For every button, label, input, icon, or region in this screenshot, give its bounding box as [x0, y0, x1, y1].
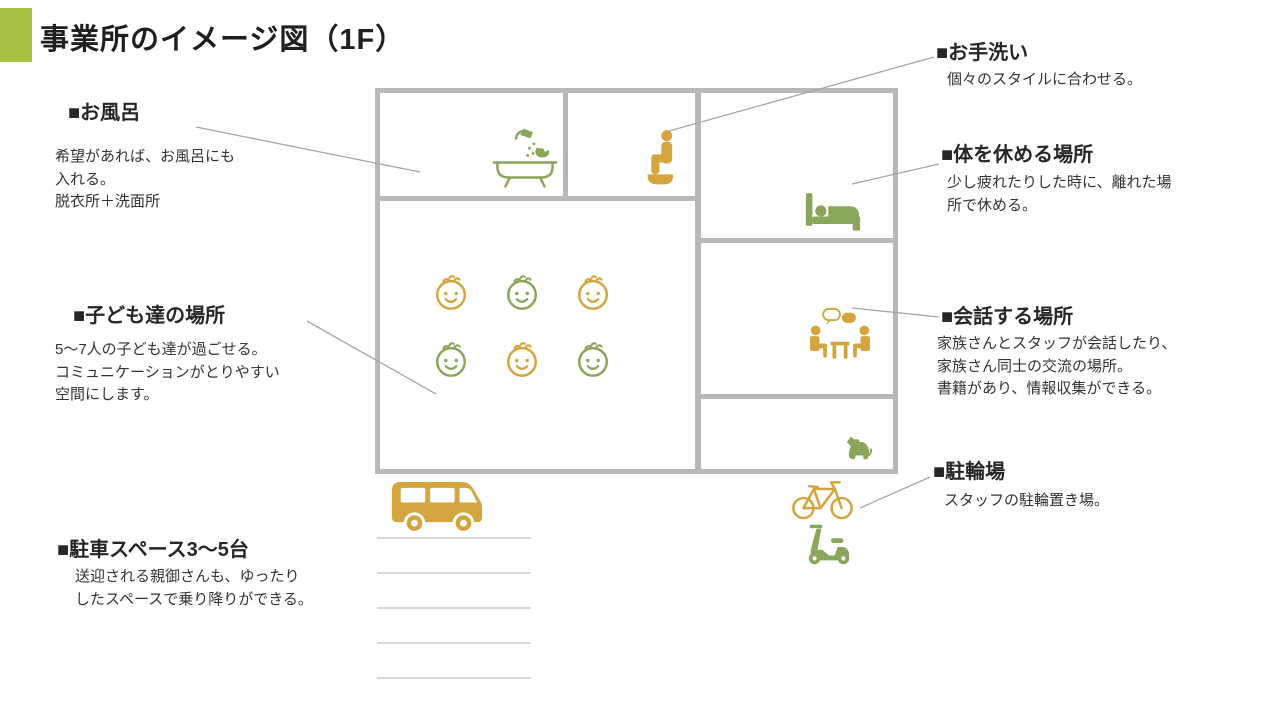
callout-rest-label: ■体を休める場所	[941, 144, 1094, 166]
title-accent-square	[0, 8, 32, 62]
callout-parking-label: ■駐車スペース3〜5台	[57, 539, 249, 561]
dog-icon	[841, 433, 874, 460]
baby-face-icon	[503, 341, 541, 379]
callout-toilet-label: ■お手洗い	[936, 42, 1029, 64]
baby-face-icon	[432, 274, 470, 312]
callout-children-label: ■子ども達の場所	[73, 305, 226, 327]
toilet-person-icon	[644, 127, 684, 189]
callout-bath-label: ■お風呂	[68, 102, 141, 124]
bicycle-icon	[791, 477, 854, 522]
callout-talk-desc: 家族さんとスタッフが会話したり、 家族さん同士の交流の場所。 書籍があり、情報収…	[937, 335, 1177, 397]
room-rest	[696, 88, 898, 244]
baby-face-icon	[574, 341, 612, 379]
callout-bicycle-desc: スタッフの駐輪置き場。	[944, 492, 1110, 509]
callout-bath-desc: 希望があれば、お風呂にも 入れる。 脱衣所＋洗面所	[55, 148, 236, 210]
callout-children-desc: 5〜7人の子ども達が過ごせる。 コミュニケーションがとりやすい 空間にします。	[55, 341, 280, 403]
room-children	[375, 196, 700, 474]
bathtub-shower-icon	[488, 126, 562, 190]
bed-icon	[804, 188, 862, 232]
room-dog	[696, 394, 898, 474]
baby-face-icon	[432, 341, 470, 379]
scooter-icon	[804, 522, 854, 566]
baby-face-icon	[503, 274, 541, 312]
conversation-icon	[806, 308, 874, 366]
callout-bicycle-label: ■駐輪場	[933, 461, 1006, 483]
page-title: 事業所のイメージ図（1F）	[40, 24, 406, 56]
callout-rest-desc: 少し疲れたりした時に、離れた場 所で休める。	[947, 174, 1172, 214]
baby-face-icon	[574, 274, 612, 312]
bicycle-callout-line	[859, 476, 931, 509]
callout-parking-desc: 送迎される親御さんも、ゆったり したスペースで乗り降りができる。	[75, 568, 313, 608]
callout-talk-label: ■会話する場所	[941, 306, 1074, 328]
callout-toilet-desc: 個々のスタイルに合わせる。	[947, 71, 1143, 88]
van-icon	[388, 471, 486, 538]
